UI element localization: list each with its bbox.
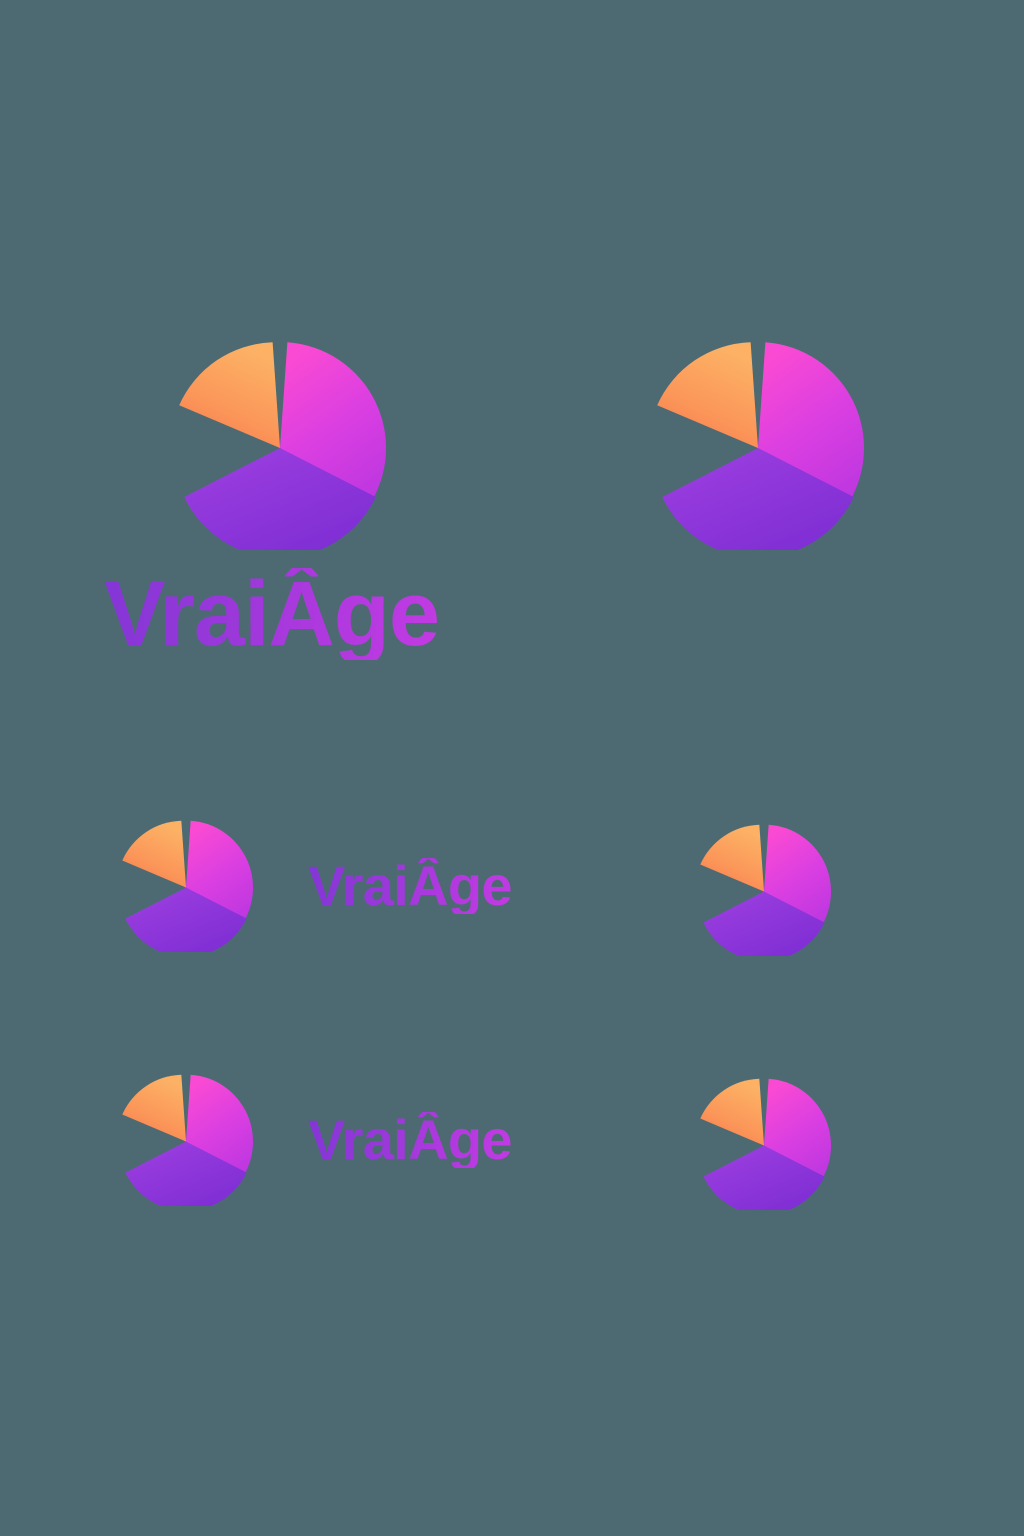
pink-segment bbox=[186, 820, 253, 925]
logo-variant-primary-icon[interactable] bbox=[638, 338, 878, 550]
logo-variant-horizontal-b[interactable]: VraiÂge bbox=[110, 1072, 513, 1206]
purple-segment bbox=[703, 891, 825, 956]
pie-chart-icon bbox=[688, 1076, 840, 1210]
pink-segment bbox=[186, 1074, 253, 1179]
wordmark-text: VraiÂge bbox=[308, 854, 513, 917]
logo-variant-icon-medium[interactable] bbox=[688, 822, 840, 956]
logo-variant-icon-small[interactable] bbox=[688, 1076, 840, 1210]
pie-chart-icon bbox=[688, 822, 840, 956]
pink-segment bbox=[764, 1078, 831, 1183]
orange-segment bbox=[700, 824, 764, 892]
pie-chart-icon bbox=[638, 338, 878, 550]
purple-segment bbox=[703, 1145, 825, 1210]
purple-segment bbox=[125, 1141, 247, 1206]
orange-segment bbox=[122, 820, 186, 888]
pie-chart-icon bbox=[110, 818, 262, 952]
orange-segment bbox=[122, 1074, 186, 1142]
orange-segment bbox=[700, 1078, 764, 1146]
purple-segment bbox=[184, 448, 376, 550]
wordmark-text: VraiÂge bbox=[104, 563, 440, 665]
pink-segment bbox=[758, 342, 864, 508]
pink-segment bbox=[280, 342, 386, 508]
wordmark-text: VraiÂge bbox=[308, 1108, 513, 1171]
pie-chart-icon bbox=[110, 1072, 262, 1206]
logo-variant-primary-stacked[interactable]: VraiÂge bbox=[104, 338, 440, 665]
pink-segment bbox=[764, 824, 831, 929]
logo-variant-horizontal-a[interactable]: VraiÂge bbox=[110, 818, 513, 952]
orange-segment bbox=[179, 342, 280, 448]
orange-segment bbox=[657, 342, 758, 448]
pie-chart-icon bbox=[160, 338, 400, 550]
purple-segment bbox=[125, 887, 247, 952]
purple-segment bbox=[662, 448, 854, 550]
